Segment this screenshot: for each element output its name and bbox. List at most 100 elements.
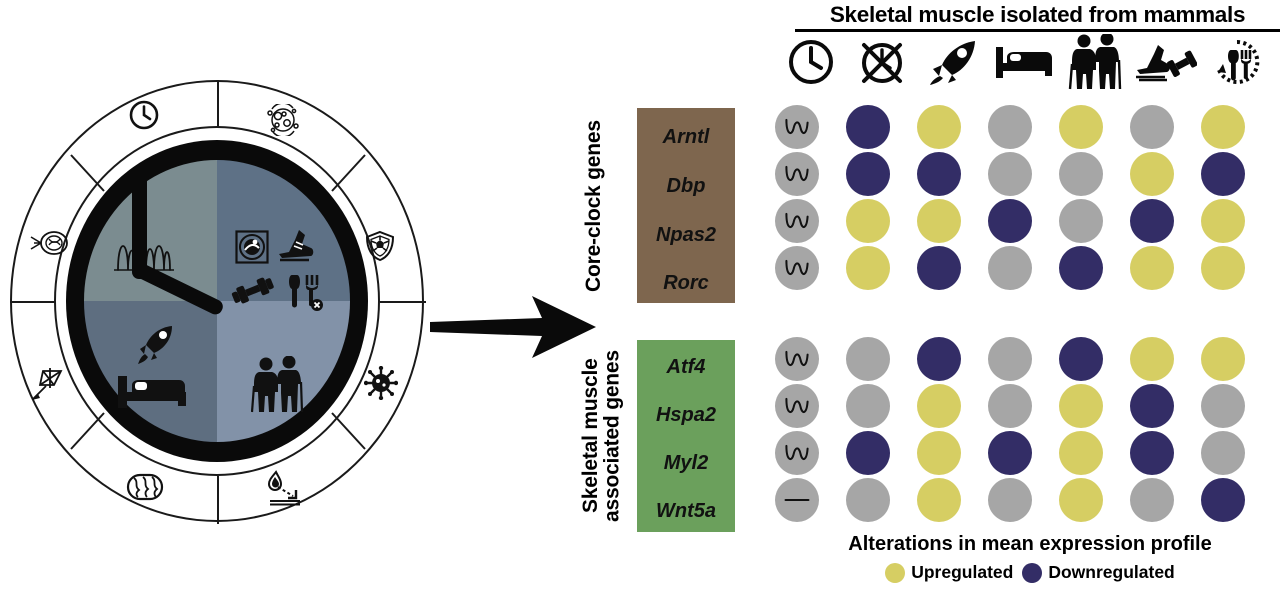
column-header-time-restricted-feeding[interactable] [1206,34,1268,90]
shoe-dumbbell-icon [1136,45,1197,82]
dot-wnt5a-exercise[interactable] [1130,478,1174,522]
dot-npas2-bed-rest[interactable] [988,199,1032,243]
gene-label-myl2: Myl2 [663,452,709,474]
waveform-icon [785,259,809,276]
clock-icon [789,40,833,84]
column-header-spaceflight[interactable] [922,34,984,90]
dot-rorc-bed-rest[interactable] [988,246,1032,290]
legend-title: Alterations in mean expression profile [848,533,1212,555]
dot-hspa2-circadian-disruption[interactable] [846,384,890,428]
gene-label-atf4: Atf4 [666,356,706,378]
dna-nucleus-icon [30,231,68,255]
dot-dbp-exercise[interactable] [1130,152,1174,196]
elderly-couple-icon [251,356,303,413]
satellite-cell-icon [32,368,63,400]
waveform-icon [785,444,809,461]
dot-rorc-aging[interactable] [1059,246,1103,290]
waveform-icon [785,212,809,229]
no-food-icon [289,275,323,311]
gene-label-hspa2: Hspa2 [655,404,717,426]
clock-hour-hand [132,174,147,279]
rocket-icon [930,41,975,85]
dot-rorc-exercise[interactable] [1130,246,1174,290]
dot-atf4-bed-rest[interactable] [988,337,1032,381]
column-header-aging[interactable] [1064,34,1126,90]
dot-npas2-spaceflight[interactable] [917,199,961,243]
dot-arntl-exercise[interactable] [1130,105,1174,149]
dot-dbp-bed-rest[interactable] [988,152,1032,196]
dot-arntl-spaceflight[interactable] [917,105,961,149]
dot-arntl-time-restricted-feeding[interactable] [1201,105,1245,149]
virus-icon [364,366,398,400]
legend-label-upregulated: Upregulated [911,562,1014,582]
dot-hspa2-time-restricted-feeding[interactable] [1201,384,1245,428]
gene-group-skeletal-muscle: Atf4 Hspa2 Myl2 Wnt5a [637,340,735,532]
column-header-circadian-disruption[interactable] [851,34,913,90]
cell-sphere-icon [235,230,269,264]
dot-arntl-circadian-time[interactable] [775,105,819,149]
clock-disruption-icon [862,43,902,83]
elderly-couple-icon [1068,34,1122,90]
dot-hspa2-circadian-time[interactable] [775,384,819,428]
dot-dbp-time-restricted-feeding[interactable] [1201,152,1245,196]
dot-arntl-bed-rest[interactable] [988,105,1032,149]
bed-icon [996,47,1052,78]
clock-icon [129,100,159,130]
dot-rorc-time-restricted-feeding[interactable] [1201,246,1245,290]
dot-atf4-exercise[interactable] [1130,337,1174,381]
dot-wnt5a-circadian-time[interactable] [775,478,819,522]
inflammation-icon [267,470,300,506]
dot-hspa2-aging[interactable] [1059,384,1103,428]
dot-wnt5a-spaceflight[interactable] [917,478,961,522]
dot-rorc-circadian-disruption[interactable] [846,246,890,290]
dot-myl2-spaceflight[interactable] [917,431,961,475]
gene-label-rorc: Rorc [663,272,709,294]
dot-rorc-spaceflight[interactable] [917,246,961,290]
running-shoe-icon [279,230,314,262]
waveform-icon [785,397,809,414]
dot-dbp-circadian-time[interactable] [775,152,819,196]
dot-myl2-circadian-time[interactable] [775,431,819,475]
column-header-exercise[interactable] [1135,34,1197,90]
column-header-circadian-time[interactable] [780,34,842,90]
dot-hspa2-spaceflight[interactable] [917,384,961,428]
dot-rorc-circadian-time[interactable] [775,246,819,290]
dot-atf4-time-restricted-feeding[interactable] [1201,337,1245,381]
dot-npas2-aging[interactable] [1059,199,1103,243]
dot-arntl-aging[interactable] [1059,105,1103,149]
dot-atf4-circadian-disruption[interactable] [846,337,890,381]
dot-wnt5a-bed-rest[interactable] [988,478,1032,522]
dot-wnt5a-aging[interactable] [1059,478,1103,522]
dot-wnt5a-time-restricted-feeding[interactable] [1201,478,1245,522]
dot-myl2-aging[interactable] [1059,431,1103,475]
flat-line-icon [784,498,810,502]
dot-npas2-exercise[interactable] [1130,199,1174,243]
dot-dbp-aging[interactable] [1059,152,1103,196]
time-restricted-feeding-icon [1217,39,1260,84]
dot-dbp-circadian-disruption[interactable] [846,152,890,196]
dot-npas2-time-restricted-feeding[interactable] [1201,199,1245,243]
column-header-bed-rest[interactable] [993,34,1055,90]
dot-npas2-circadian-time[interactable] [775,199,819,243]
gene-label-dbp: Dbp [666,175,706,197]
waveform-icon [785,350,809,367]
dot-wnt5a-circadian-disruption[interactable] [846,478,890,522]
mitochondria-icon [126,473,164,501]
circadian-clock-diagram [8,78,428,526]
dot-hspa2-bed-rest[interactable] [988,384,1032,428]
dot-atf4-spaceflight[interactable] [917,337,961,381]
dot-myl2-time-restricted-feeding[interactable] [1201,431,1245,475]
group-title-core-clock: Core-clock genes [582,120,605,292]
dot-atf4-aging[interactable] [1059,337,1103,381]
dot-myl2-exercise[interactable] [1130,431,1174,475]
dot-atf4-circadian-time[interactable] [775,337,819,381]
dot-hspa2-exercise[interactable] [1130,384,1174,428]
dot-myl2-circadian-disruption[interactable] [846,431,890,475]
page-title: Skeletal muscle isolated from mammals [795,2,1280,32]
dot-dbp-spaceflight[interactable] [917,152,961,196]
dot-npas2-circadian-disruption[interactable] [846,199,890,243]
dot-arntl-circadian-disruption[interactable] [846,105,890,149]
cell-cycle-icon [267,104,299,136]
dot-myl2-bed-rest[interactable] [988,431,1032,475]
